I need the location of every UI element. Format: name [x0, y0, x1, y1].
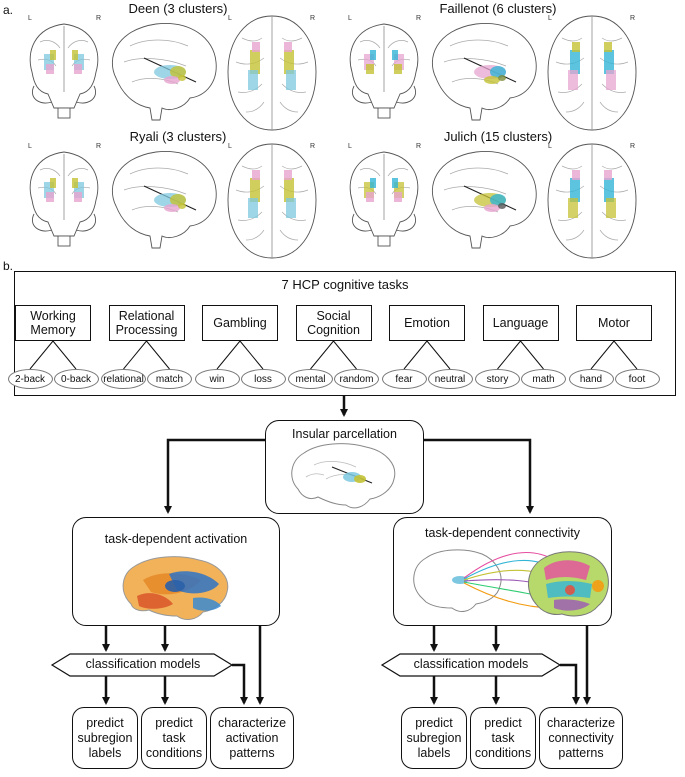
- output-box-right: predict subregion labels: [401, 707, 467, 769]
- task-condition: foot: [614, 369, 660, 389]
- task-condition: fear: [381, 369, 427, 389]
- svg-text:L: L: [28, 15, 32, 22]
- svg-text:R: R: [310, 143, 315, 150]
- task-condition: hand: [568, 369, 614, 389]
- task-condition: neutral: [427, 369, 473, 389]
- task-condition: random: [334, 369, 379, 389]
- task-condition: match: [147, 369, 192, 389]
- svg-text:R: R: [310, 15, 315, 22]
- task-box: Social Cognition: [295, 305, 372, 341]
- connectivity-box: task-dependent connectivity: [393, 517, 612, 626]
- activation-title: task-dependent activation: [104, 532, 248, 546]
- svg-text:R: R: [96, 143, 101, 150]
- connectivity-brain-icon: [413, 549, 609, 617]
- task-box: Language: [482, 305, 559, 341]
- panel-b-label: b.: [3, 259, 14, 273]
- atlas-title: Deen (3 clusters): [128, 1, 228, 16]
- task-condition: win: [194, 369, 240, 389]
- svg-text:R: R: [416, 15, 421, 22]
- atlas-title: Faillenot (6 clusters): [439, 1, 557, 16]
- output-box-right: characterize connectivity patterns: [539, 707, 623, 769]
- classification-hexagon-left: [50, 653, 234, 677]
- panel-a-label: a.: [3, 3, 14, 17]
- classification-label-left: classification models: [85, 657, 201, 671]
- task-box: Gambling: [202, 305, 278, 341]
- task-condition: loss: [240, 369, 286, 389]
- svg-text:L: L: [548, 143, 552, 150]
- svg-text:L: L: [348, 15, 352, 22]
- task-box: Relational Processing: [108, 305, 185, 341]
- output-box-left: predict subregion labels: [72, 707, 138, 769]
- atlas-title: Ryali (3 clusters): [129, 129, 227, 144]
- svg-text:L: L: [28, 143, 32, 150]
- output-box-left: characterize activation patterns: [210, 707, 294, 769]
- insular-parcellation-label: Insular parcellation: [292, 427, 397, 441]
- task-condition: math: [521, 369, 566, 389]
- svg-text:L: L: [348, 143, 352, 150]
- svg-text:L: L: [228, 15, 232, 22]
- task-condition: 0-back: [53, 369, 99, 389]
- hcp-tasks-title: 7 HCP cognitive tasks: [281, 277, 409, 292]
- activation-box: task-dependent activation: [72, 517, 280, 626]
- svg-text:R: R: [96, 15, 101, 22]
- task-condition: mental: [288, 369, 333, 389]
- output-box-left: predict task conditions: [141, 707, 207, 769]
- svg-text:R: R: [630, 143, 635, 150]
- insular-parcellation-box: Insular parcellation: [265, 420, 424, 514]
- task-box: Motor: [576, 305, 652, 341]
- svg-text:L: L: [228, 143, 232, 150]
- task-condition: relational: [101, 369, 146, 389]
- insular-brain-icon: [291, 443, 396, 509]
- connectivity-title: task-dependent connectivity: [425, 526, 580, 540]
- task-condition: 2-back: [7, 369, 53, 389]
- svg-text:R: R: [630, 15, 635, 22]
- svg-text:L: L: [548, 15, 552, 22]
- classification-label-right: classification models: [413, 657, 529, 671]
- atlas-title: Julich (15 clusters): [443, 129, 553, 144]
- task-box: Working Memory: [15, 305, 91, 341]
- task-condition: story: [475, 369, 520, 389]
- classification-hexagon-right: [380, 653, 562, 677]
- svg-text:R: R: [416, 143, 421, 150]
- task-box: Emotion: [389, 305, 465, 341]
- activation-brain-icon: [122, 556, 229, 620]
- output-box-right: predict task conditions: [470, 707, 536, 769]
